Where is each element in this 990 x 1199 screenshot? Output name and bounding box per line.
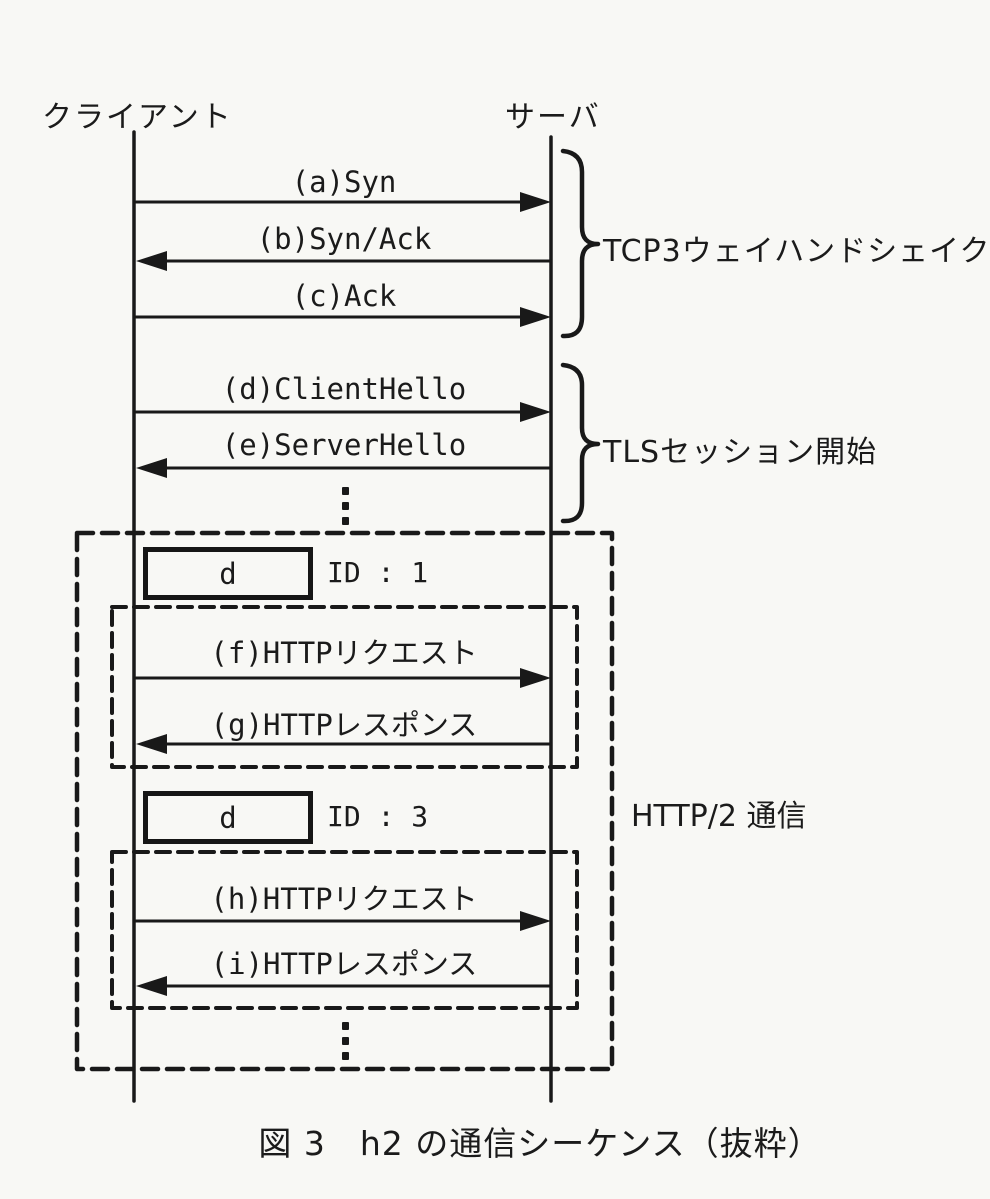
arrow-h-head <box>520 911 551 931</box>
participant-server-label: サーバ <box>505 100 601 135</box>
message-label-a: (a)Syn <box>291 165 397 199</box>
arrow-b-head <box>136 251 167 271</box>
arrow-e-head <box>136 458 167 478</box>
stream2-frame-box: d <box>143 791 313 844</box>
tls-session-brace <box>560 362 601 524</box>
stream2-dashed-box <box>110 850 579 1010</box>
stream2-frame-label: d <box>219 800 237 835</box>
message-label-d: (d)ClientHello <box>221 372 467 406</box>
message-label-e: (e)ServerHello <box>221 428 467 462</box>
stream1-dashed-box <box>110 605 579 769</box>
arrow-a-head <box>520 192 551 212</box>
vertical-ellipsis-icon <box>342 1022 350 1067</box>
message-label-c: (c)Ack <box>291 279 397 313</box>
arrow-c-head <box>520 307 551 327</box>
figure-caption: 図 3 h2 の通信シーケンス（抜粋） <box>258 1124 822 1163</box>
stream1-frame-label: d <box>219 556 237 591</box>
arrow-f-head <box>520 668 551 688</box>
stream2-id-label: ID : 3 <box>327 800 429 833</box>
arrow-i-head <box>136 976 167 996</box>
tcp-handshake-brace <box>560 148 601 339</box>
vertical-ellipsis-icon <box>342 487 350 532</box>
message-label-i: (i)HTTPレスポンス <box>210 947 478 981</box>
message-label-h: (h)HTTPリクエスト <box>210 882 478 916</box>
stream1-frame-box: d <box>143 547 313 600</box>
message-label-b: (b)Syn/Ack <box>256 222 432 256</box>
tcp-handshake-label: TCP3ウェイハンドシェイク <box>603 234 990 269</box>
participant-client-label: クライアント <box>42 100 233 135</box>
arrow-d-head <box>520 402 551 422</box>
message-label-g: (g)HTTPレスポンス <box>210 708 478 742</box>
http2-group-label: HTTP/2 通信 <box>631 799 807 834</box>
stream1-id-label: ID : 1 <box>327 556 429 589</box>
message-label-f: (f)HTTPリクエスト <box>210 636 478 670</box>
http2-group-dashed-box <box>74 530 615 1072</box>
arrow-g-head <box>136 734 167 754</box>
tls-session-label: TLSセッション開始 <box>603 435 878 470</box>
